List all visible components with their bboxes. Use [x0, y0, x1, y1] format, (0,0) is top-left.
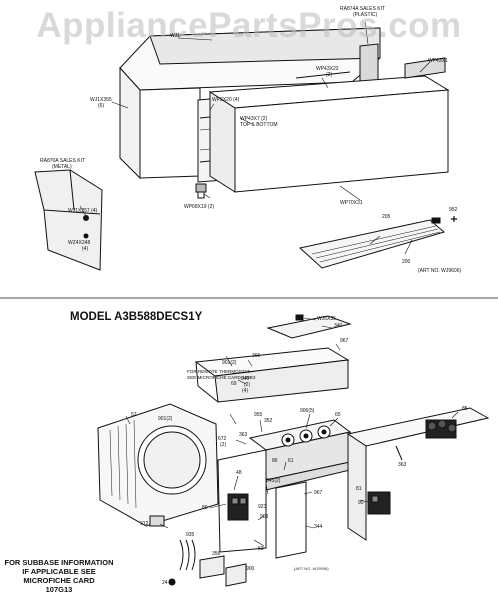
- label-wz4x248-qty: (4): [82, 246, 89, 252]
- label-wj1: WJ1: [170, 33, 180, 39]
- label-ra874-kit: RA874A SALES KIT: [340, 6, 386, 12]
- front-panel: [208, 75, 450, 193]
- label-wp43x22: WP43X22: [316, 66, 339, 72]
- label-205: 205: [382, 214, 391, 220]
- label-wp43x7: WP43X7 (2): [240, 116, 268, 122]
- callout: 352: [264, 418, 273, 424]
- fan-shroud: [97, 403, 219, 527]
- callout: 900: [246, 566, 255, 572]
- callout: 340: [334, 323, 343, 329]
- callout: 901(2): [158, 416, 173, 422]
- callout: (2): [244, 382, 251, 388]
- label-wz4x248: WZ4X248: [68, 240, 91, 246]
- callout: 356: [212, 551, 221, 557]
- label-wp43x1: WP43X1: [428, 58, 448, 64]
- callout: 65: [335, 412, 341, 418]
- label-top-bottom: TOP & BOTTOM: [240, 122, 278, 128]
- chassis-base: [217, 449, 351, 553]
- callout: 901(2): [222, 360, 237, 366]
- screw-wj5x35: [295, 314, 304, 321]
- leader-lines-upper: [79, 21, 431, 255]
- callout: 967: [314, 490, 323, 496]
- callout: 955: [254, 412, 263, 418]
- label-952: 952: [449, 207, 458, 213]
- top-flange: [404, 57, 446, 79]
- label-ra874-kit-sub: (PLASTIC): [353, 12, 378, 18]
- callout: 363: [239, 432, 248, 438]
- callout: 840: [241, 376, 250, 382]
- callout: 81: [356, 486, 362, 492]
- callout: 906(5): [300, 408, 315, 414]
- control-panel: [248, 419, 352, 481]
- callout: 967: [340, 338, 349, 344]
- screw: [451, 216, 457, 222]
- callout: 912: [140, 521, 149, 527]
- callout: 61: [288, 458, 294, 464]
- callout: (4): [242, 388, 249, 394]
- label-wp68x19: WP68X19 (2): [184, 204, 215, 210]
- callout: 24: [162, 580, 168, 586]
- callout: 935: [186, 532, 195, 538]
- label-wp70x31: WP70X31: [340, 200, 363, 206]
- callout: 903: [260, 514, 269, 520]
- clip: [195, 183, 207, 199]
- callout: 69: [231, 381, 237, 387]
- callout: 86: [272, 458, 278, 464]
- callout: 365: [252, 353, 261, 359]
- callout: 363: [398, 462, 407, 468]
- remote-thermostat-note: FOR REMOTE THERMOSTAT SEE MICROFICHE CAR…: [187, 369, 256, 380]
- control-cover: [194, 347, 350, 403]
- cover-plate: [275, 481, 307, 559]
- label-wj1x355: WJ1X355: [90, 97, 112, 103]
- louver-grille: [298, 217, 446, 269]
- side-bracket: [34, 169, 103, 271]
- heater-assembly: [346, 407, 490, 541]
- callout: 48: [236, 470, 242, 476]
- label-200: 200: [402, 259, 411, 265]
- subbase-note: FOR SUBBASE INFORMATION IF APPLICABLE SE…: [4, 558, 114, 594]
- leader-lines-lower: [125, 317, 459, 547]
- callout: 80: [202, 505, 208, 511]
- callout: 85: [462, 406, 468, 412]
- callout: 90: [358, 500, 364, 506]
- label-wp2x20: WP2X20 (4): [212, 97, 240, 103]
- callout: (2): [220, 442, 227, 448]
- label-wj1x355-qty: (6): [98, 103, 105, 109]
- lower-art-no: (ART NO. WJ9598): [294, 566, 329, 571]
- label-art-no: (ART NO. WJ9606): [418, 268, 462, 274]
- top-cover: [266, 315, 352, 339]
- label-wp43x22-qty: (2): [326, 72, 333, 78]
- label-wj1x257: WJ1X257 (4): [68, 208, 98, 214]
- loose-parts: [149, 515, 247, 587]
- callout: 53: [258, 546, 264, 552]
- callout: 52: [131, 412, 137, 418]
- model-title: MODEL A3B588DECS1Y: [70, 311, 203, 323]
- callout: 344: [314, 524, 323, 530]
- callout: 845(2): [266, 478, 281, 484]
- callout: 672: [218, 436, 227, 442]
- callout: WJ5X35: [317, 316, 336, 322]
- label-ra870-kit: RA870A SALES KIT: [40, 158, 86, 164]
- label-ra870-kit-sub: (METAL): [52, 164, 72, 170]
- callout: 923: [258, 504, 267, 510]
